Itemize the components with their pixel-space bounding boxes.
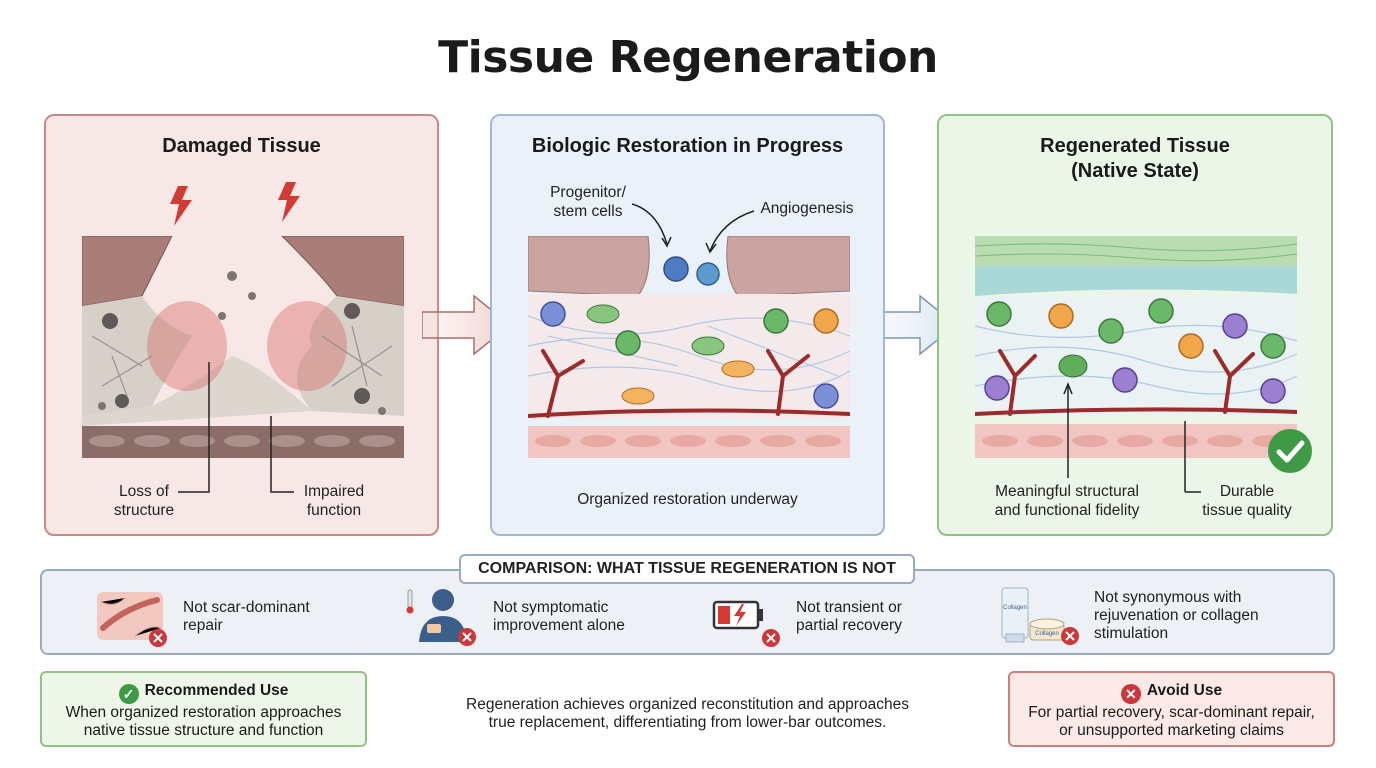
center-note: Regeneration achieves organized reconsti… <box>466 696 909 731</box>
restoration-illustration <box>528 236 850 458</box>
comparison-item-text: Not synonymous with rejuvenation or coll… <box>1094 589 1259 642</box>
comparison-item: Not scar-dominant repair <box>95 586 375 647</box>
product-label-text: Collagen <box>1035 631 1059 637</box>
regenerated-panel-title: Regenerated Tissue (Native State) <box>1040 135 1230 182</box>
comparison-item-text: Not scar-dominant repair <box>183 599 310 634</box>
comparison-item: Not symptomatic improvement alone <box>405 586 665 646</box>
check-icon: ✓ <box>118 684 139 704</box>
recommended-body: When organized restoration approaches na… <box>65 704 342 739</box>
comparison-item-text: Not symptomatic improvement alone <box>493 599 625 634</box>
lightning-icon <box>170 186 192 226</box>
avoid-use-box: ✕ Avoid Use For partial recovery, scar-do… <box>1008 671 1335 747</box>
comparison-item: Collagen Collagen Not synonymous with re… <box>1000 586 1300 646</box>
page-title: Tissue Regeneration <box>438 32 938 83</box>
person-thermometer-icon <box>406 589 476 646</box>
damaged-tissue-panel: Damaged Tissue <box>44 114 439 536</box>
label-leader-lines <box>1063 381 1201 493</box>
recommended-use-box: ✓ Recommended Use When organized restorat… <box>40 671 367 747</box>
impaired-function-label: Impaired function <box>303 483 365 519</box>
label-leader-lines <box>178 362 294 493</box>
regenerated-tissue-panel: Regenerated Tissue (Native State) <box>937 114 1333 536</box>
avoid-body: For partial recovery, scar-dominant repa… <box>1028 704 1315 739</box>
product-label-text: Collagen <box>1003 605 1027 611</box>
recommended-heading-row: ✓ Recommended Use <box>42 681 365 704</box>
regenerated-illustration <box>975 236 1297 458</box>
collagen-products-icon: Collagen Collagen <box>1001 587 1079 645</box>
damaged-tissue-illustration <box>82 236 404 458</box>
avoid-heading-row: ✕ Avoid Use <box>1010 681 1333 704</box>
lightning-icon <box>278 182 300 222</box>
progenitor-label: Progenitor/ stem cells <box>550 184 626 220</box>
avoid-heading: Avoid Use <box>1146 682 1223 699</box>
structural-fidelity-label: Meaningful structural and functional fid… <box>994 483 1140 519</box>
checkmark-badge-icon <box>1268 429 1312 473</box>
durable-quality-label: Durable tissue quality <box>1202 483 1292 519</box>
angiogenesis-label: Angiogenesis <box>760 200 854 217</box>
restoration-progress-panel: Biologic Restoration in Progress <box>490 114 885 536</box>
comparison-item-text: Not transient or partial recovery <box>796 599 902 634</box>
comparison-item: Not transient or partial recovery <box>712 586 962 647</box>
x-icon: ✕ <box>1120 684 1141 704</box>
damaged-panel-title: Damaged Tissue <box>162 135 321 157</box>
low-battery-icon <box>712 600 780 647</box>
recommended-heading: Recommended Use <box>144 682 289 699</box>
comparison-title: COMPARISON: WHAT TISSUE REGENERATION IS … <box>459 554 915 584</box>
label-arrows <box>631 203 755 254</box>
scar-tissue-icon <box>97 592 167 647</box>
progress-caption: Organized restoration underway <box>577 491 798 508</box>
progress-panel-title: Biologic Restoration in Progress <box>531 135 844 157</box>
loss-of-structure-label: Loss of structure <box>113 483 175 519</box>
